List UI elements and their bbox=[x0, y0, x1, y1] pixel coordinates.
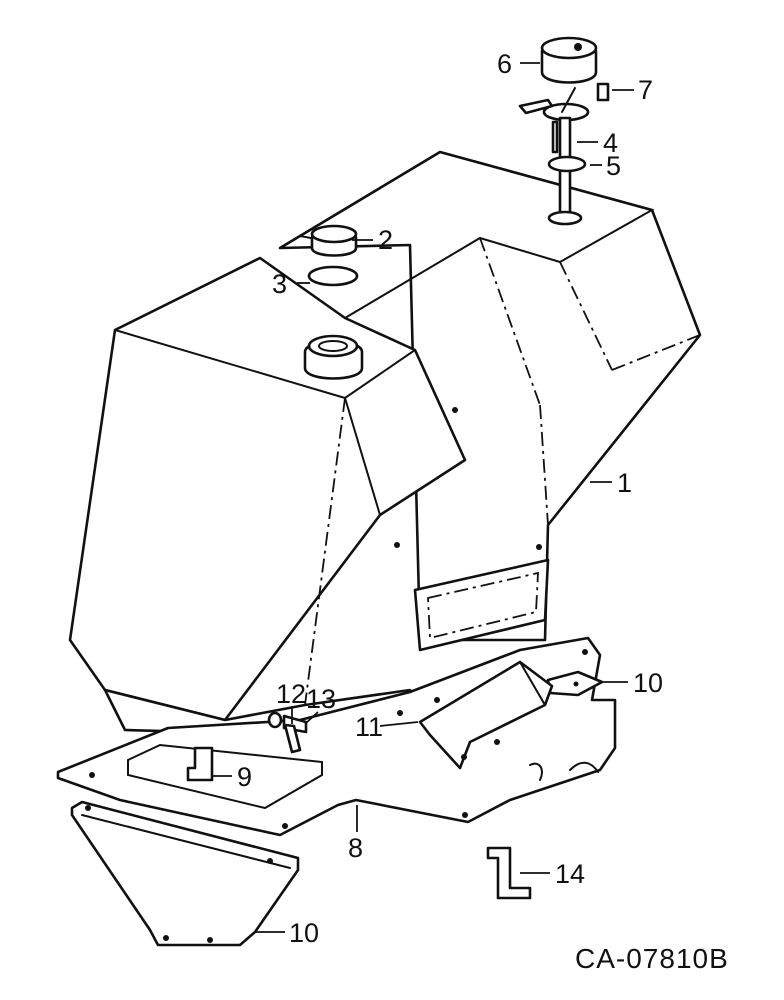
bracket bbox=[418, 660, 554, 770]
callout-14: 14 bbox=[555, 859, 585, 889]
washer bbox=[267, 711, 283, 729]
callout-5: 5 bbox=[606, 151, 621, 181]
filler-neck bbox=[303, 334, 364, 380]
callout-1: 1 bbox=[617, 468, 632, 498]
callout-11: 11 bbox=[355, 712, 383, 742]
callout-4: 4 bbox=[603, 128, 618, 158]
gasket-ring bbox=[307, 265, 359, 287]
callout-2: 2 bbox=[378, 225, 393, 255]
clamp-bracket bbox=[486, 846, 532, 900]
sender-flange bbox=[547, 210, 583, 226]
support-bracket-lower bbox=[70, 800, 300, 947]
callout-9: 9 bbox=[237, 762, 252, 792]
drawing-code: CA-07810B bbox=[575, 943, 729, 974]
callout-10-right: 10 bbox=[633, 668, 663, 698]
callout-3: 3 bbox=[272, 269, 287, 299]
fuel-tank bbox=[68, 150, 702, 737]
sender-gasket bbox=[547, 155, 587, 173]
clip bbox=[596, 82, 610, 102]
callout-6: 6 bbox=[497, 49, 512, 79]
callout-10-lower: 10 bbox=[289, 918, 319, 948]
bolt bbox=[282, 714, 308, 754]
callout-13: 13 bbox=[306, 684, 336, 714]
callout-7: 7 bbox=[638, 75, 653, 105]
callout-12: 12 bbox=[276, 679, 306, 709]
callout-8: 8 bbox=[348, 833, 363, 863]
gauge-cap bbox=[540, 36, 598, 84]
leader-lines bbox=[212, 62, 634, 933]
strap bbox=[186, 746, 214, 782]
filler-cap bbox=[310, 224, 358, 257]
